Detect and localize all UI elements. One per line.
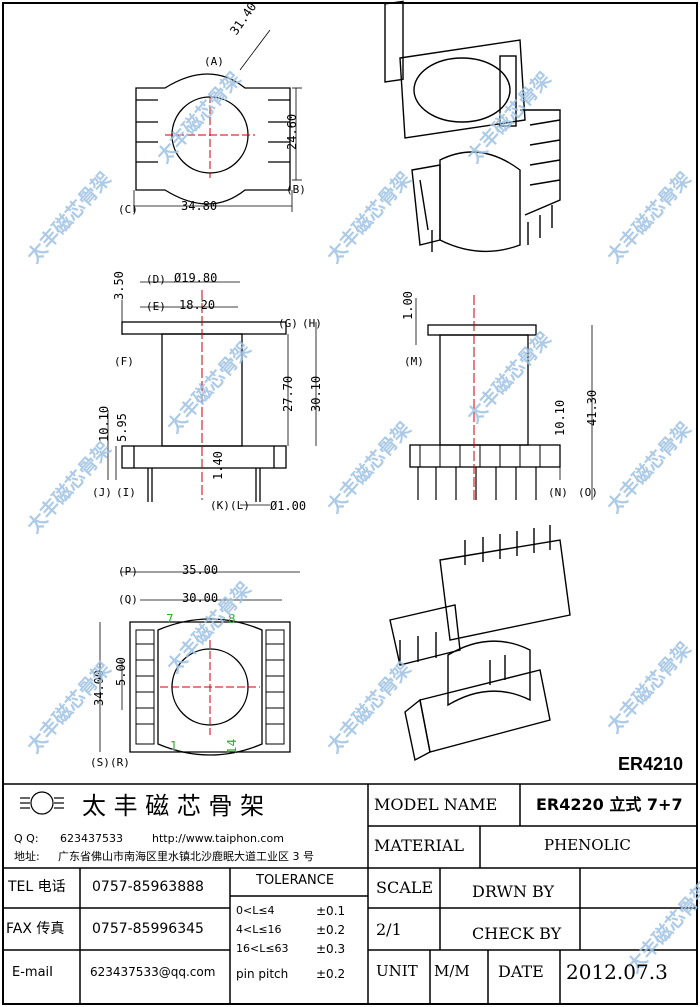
label-f: (F)	[114, 355, 134, 368]
dim-18-20: 18.20	[179, 298, 216, 312]
dim-5-95: 5.95	[115, 413, 129, 442]
scale-label: SCALE	[376, 878, 434, 897]
pin-label-7: 7	[166, 612, 174, 626]
dim-34-80: 34.80	[181, 199, 218, 213]
label-k: (K)	[210, 499, 230, 512]
label-g: (G)	[278, 317, 298, 330]
drawn-by-label: DRWN BY	[472, 882, 555, 901]
part-label: ER4210	[618, 754, 684, 774]
title-block-grid	[3, 783, 697, 1004]
pin-label-8: 8	[228, 612, 236, 626]
unit-label: UNIT	[376, 962, 418, 980]
label-m: (M)	[404, 355, 424, 368]
date-label: DATE	[498, 962, 544, 981]
qq-label: Q Q:	[14, 832, 39, 845]
tol-range-2: 4<L≤16	[236, 923, 282, 936]
iso-view-top	[384, 0, 561, 253]
company-name: 太 丰 磁 芯 骨 架	[82, 792, 265, 820]
label-p: (P)	[118, 565, 138, 578]
top-view	[133, 29, 302, 212]
label-b: (B)	[286, 183, 306, 196]
dim-30-00: 30.00	[182, 591, 219, 605]
model-label: MODEL NAME	[374, 795, 498, 814]
company-logo	[20, 791, 64, 815]
label-s: (S)	[90, 756, 110, 769]
tol-value-4: ±0.2	[316, 967, 346, 981]
label-i: (I)	[116, 486, 136, 499]
label-n: (N)	[548, 486, 568, 499]
unit-value: M/M	[434, 962, 470, 980]
check-by-label: CHECK BY	[472, 924, 562, 943]
dim-5-00: 5.00	[114, 657, 128, 686]
tolerance-title: TOLERANCE	[256, 873, 335, 888]
pin-label-1: 1	[170, 739, 178, 753]
dim-10-10-side: 10.10	[553, 399, 567, 436]
tol-range-3: 16<L≤63	[236, 942, 289, 955]
model-value: ER4220 立式 7+7	[536, 795, 683, 814]
tol-value-1: ±0.1	[316, 904, 346, 918]
label-a: (A)	[204, 55, 224, 68]
dim-dia-1-00: Ø1.00	[270, 499, 307, 513]
tol-value-3: ±0.3	[316, 942, 346, 956]
label-r: (R)	[110, 756, 130, 769]
dim-1-00: 1.00	[401, 291, 415, 320]
label-q: (Q)	[118, 593, 138, 606]
dim-30-10: 30.10	[309, 375, 323, 412]
date-value: 2012.07.3	[566, 960, 668, 984]
label-e: (E)	[146, 300, 166, 313]
label-h: (H)	[302, 317, 322, 330]
pin-label-14: 14	[225, 738, 239, 754]
tel-label: TEL 电话	[8, 879, 66, 895]
email: 623437533@qq.com	[90, 965, 216, 979]
address: 广东省佛山市南海区里水镇北沙鹿眠大道工业区 3 号	[58, 850, 314, 863]
material-label: MATERIAL	[374, 836, 464, 855]
tel-number: 0757-85963888	[92, 879, 204, 895]
label-c: (C)	[118, 203, 138, 216]
label-j: (J)	[92, 486, 112, 499]
label-d: (D)	[146, 273, 166, 286]
tol-range-4: pin pitch	[236, 967, 289, 981]
tol-range-1: 0<L≤4	[236, 904, 275, 917]
front-view	[107, 281, 317, 506]
qq-number: 623437533	[60, 832, 123, 845]
material-value: PHENOLIC	[544, 836, 631, 854]
dim-24-60: 24.60	[285, 113, 299, 150]
website: http://www.taiphon.com	[152, 832, 284, 845]
dim-35-00: 35.00	[182, 563, 219, 577]
dim-10-10-front: 10.10	[97, 405, 111, 442]
iso-view-bottom	[389, 525, 571, 762]
dim-3-50: 3.50	[112, 271, 126, 300]
address-label: 地址:	[14, 850, 40, 863]
bottom-view	[99, 571, 300, 756]
fax-label: FAX 传真	[6, 921, 65, 937]
label-l: (L)	[230, 499, 250, 512]
side-view	[409, 295, 593, 500]
fax-number: 0757-85996345	[92, 921, 204, 937]
label-o: (O)	[578, 486, 598, 499]
scale-value: 2/1	[376, 920, 402, 939]
dim-41-30: 41.30	[585, 389, 599, 426]
email-label: E-maiI	[12, 965, 53, 980]
tol-value-2: ±0.2	[316, 923, 346, 937]
dim-dia-19-80: Ø19.80	[174, 271, 218, 285]
dim-27-70: 27.70	[281, 375, 295, 412]
dim-1-40: 1.40	[211, 451, 225, 480]
